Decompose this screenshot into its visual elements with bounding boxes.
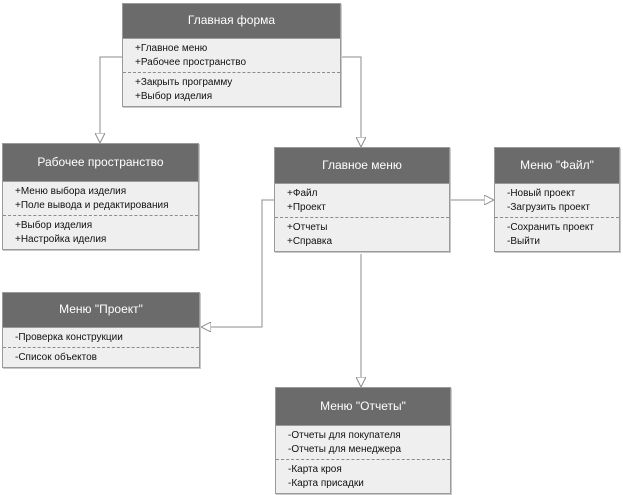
class-member: +Настройка иделия: [15, 234, 107, 245]
class-title: Рабочее пространство: [3, 144, 198, 182]
class-section: -Новый проект -Загрузить проект: [495, 184, 619, 217]
class-member: +Закрыть программу: [135, 77, 233, 88]
class-section: -Проверка конструкции: [3, 328, 199, 347]
class-section: -Отчеты для покупателя -Отчеты для менед…: [276, 426, 450, 459]
connector-main-form-to-main-menu: [341, 56, 361, 147]
class-member: -Карта кроя: [288, 464, 342, 475]
class-member: +Рабочее пространство: [135, 57, 247, 68]
connector-main-form-to-workspace: [100, 56, 122, 143]
class-section: +Закрыть программу +Выбор изделия: [123, 72, 340, 106]
class-title: Главное меню: [275, 148, 449, 184]
class-section: +Главное меню +Рабочее пространство: [123, 39, 340, 72]
class-member: +Выбор изделия: [135, 91, 213, 102]
class-main-form: Главная форма +Главное меню +Рабочее про…: [122, 3, 341, 107]
class-member: +Главное меню: [135, 43, 208, 54]
class-title: Меню "Файл": [495, 148, 619, 184]
class-file-menu: Меню "Файл" -Новый проект -Загрузить про…: [494, 147, 620, 252]
class-section: -Список объектов: [3, 347, 199, 367]
class-section: +Файл +Проект: [275, 184, 449, 217]
class-member: -Проверка конструкции: [15, 332, 123, 343]
class-member: -Отчеты для покупателя: [288, 430, 401, 441]
class-title: Меню "Отчеты": [276, 388, 450, 426]
class-member: +Выбор изделия: [15, 220, 93, 231]
class-section: +Меню выбора изделия +Поле вывода и реда…: [3, 182, 198, 215]
class-member: -Выйти: [507, 236, 540, 247]
class-member: -Сохранить проект: [507, 222, 594, 233]
class-member: +Меню выбора изделия: [15, 186, 127, 197]
class-title: Главная форма: [123, 4, 340, 39]
class-reports-menu: Меню "Отчеты" -Отчеты для покупателя -От…: [275, 387, 451, 494]
class-member: -Отчеты для менеджера: [288, 444, 402, 455]
class-member: +Справка: [287, 236, 333, 247]
class-section: -Карта кроя -Карта присадки: [276, 459, 450, 493]
class-member: +Поле вывода и редактирования: [15, 200, 169, 211]
class-section: +Выбор изделия +Настройка иделия: [3, 215, 198, 249]
class-member: -Новый проект: [507, 188, 576, 199]
class-member: +Файл: [287, 188, 318, 199]
class-project-menu: Меню "Проект" -Проверка конструкции -Спи…: [2, 292, 200, 368]
class-member: +Отчеты: [287, 222, 328, 233]
class-section: +Отчеты +Справка: [275, 217, 449, 251]
class-main-menu: Главное меню +Файл +Проект +Отчеты +Спра…: [274, 147, 450, 252]
class-workspace: Рабочее пространство +Меню выбора издели…: [2, 143, 199, 250]
class-member: +Проект: [287, 202, 326, 213]
class-member: -Карта присадки: [288, 478, 364, 489]
class-section: -Сохранить проект -Выйти: [495, 217, 619, 251]
class-member: -Список объектов: [15, 352, 97, 363]
connector-main-menu-to-project-menu: [201, 199, 274, 327]
class-title: Меню "Проект": [3, 293, 199, 328]
class-member: -Загрузить проект: [507, 202, 590, 213]
